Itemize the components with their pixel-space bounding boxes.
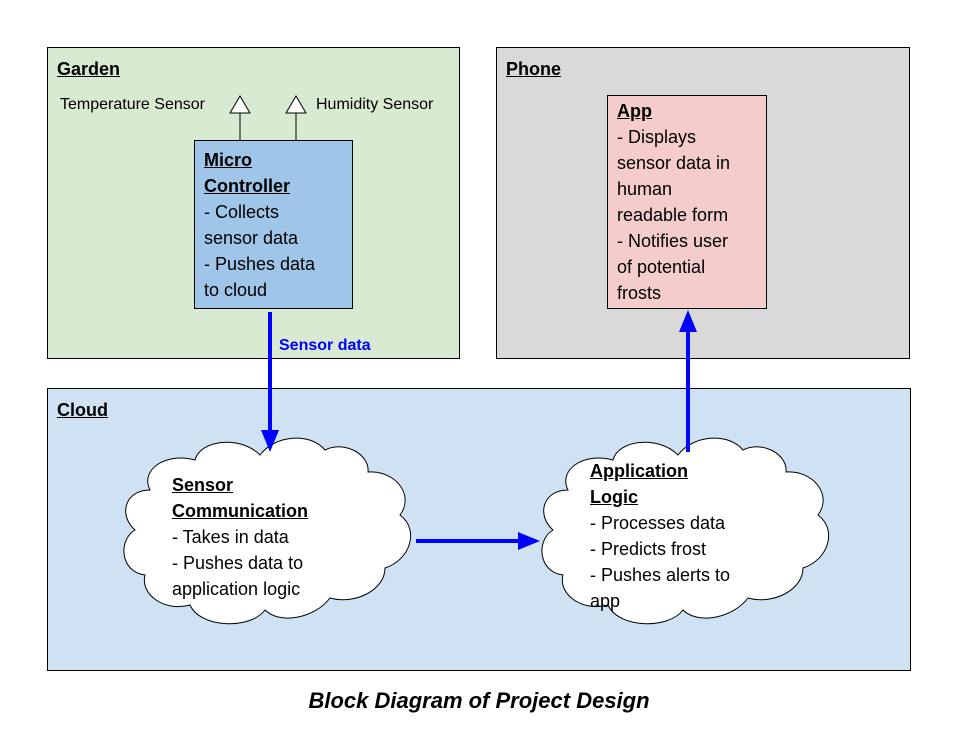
- arrow-app-logic-to-app: [679, 310, 697, 452]
- sensor-communication-text: Sensor Communication - Takes in data - P…: [172, 472, 372, 602]
- app-line: - Notifies user: [617, 231, 729, 251]
- sensor-communication-title-1: Sensor: [172, 475, 234, 495]
- sensor-data-edge-label: Sensor data: [279, 337, 371, 354]
- phone-title: Phone: [506, 59, 562, 79]
- app-title: App: [617, 101, 652, 121]
- application-logic-title-1: Application: [590, 461, 688, 481]
- micro-controller-line: - Collects: [204, 202, 280, 222]
- micro-controller-line: to cloud: [204, 280, 268, 300]
- sensor-communication-line: application logic: [172, 579, 301, 599]
- sensor-communication-line: - Pushes data to: [172, 553, 304, 573]
- cloud-title: Cloud: [57, 400, 108, 420]
- diagram-caption: Block Diagram of Project Design: [308, 688, 650, 713]
- app-line: readable form: [617, 205, 729, 225]
- sensor-communication-title-2: Communication: [172, 501, 309, 521]
- app-line: sensor data in: [617, 153, 731, 173]
- sensor-communication-line: - Takes in data: [172, 527, 289, 547]
- garden-title: Garden: [57, 59, 121, 79]
- arrow-micro-to-sensor-comm: [261, 312, 279, 452]
- micro-controller-line: - Pushes data: [204, 254, 316, 274]
- micro-controller-box: Micro Controller - Collects sensor data …: [194, 140, 353, 309]
- app-line: - Displays: [617, 127, 697, 147]
- application-logic-line: - Pushes alerts to: [590, 565, 731, 585]
- application-logic-text: Application Logic - Processes data - Pre…: [590, 458, 790, 614]
- micro-controller-title-1: Micro: [204, 150, 253, 170]
- application-logic-line: app: [590, 591, 621, 611]
- humidity-sensor-icon: [285, 95, 307, 114]
- application-logic-line: - Processes data: [590, 513, 726, 533]
- application-logic-cloud: [541, 437, 830, 625]
- temperature-sensor-icon: [229, 95, 251, 114]
- app-line: of potential: [617, 257, 706, 277]
- temperature-sensor-label: Temperature Sensor: [60, 96, 205, 113]
- app-line: frosts: [617, 283, 662, 303]
- application-logic-line: - Predicts frost: [590, 539, 707, 559]
- humidity-sensor-label: Humidity Sensor: [316, 96, 434, 113]
- app-box: App - Displays sensor data in human read…: [607, 95, 767, 309]
- app-line: human: [617, 179, 673, 199]
- micro-controller-title-2: Controller: [204, 176, 291, 196]
- arrow-sensor-comm-to-app-logic: [416, 532, 540, 550]
- micro-controller-line: sensor data: [204, 228, 299, 248]
- sensor-communication-cloud: [123, 437, 412, 625]
- application-logic-title-2: Logic: [590, 487, 638, 507]
